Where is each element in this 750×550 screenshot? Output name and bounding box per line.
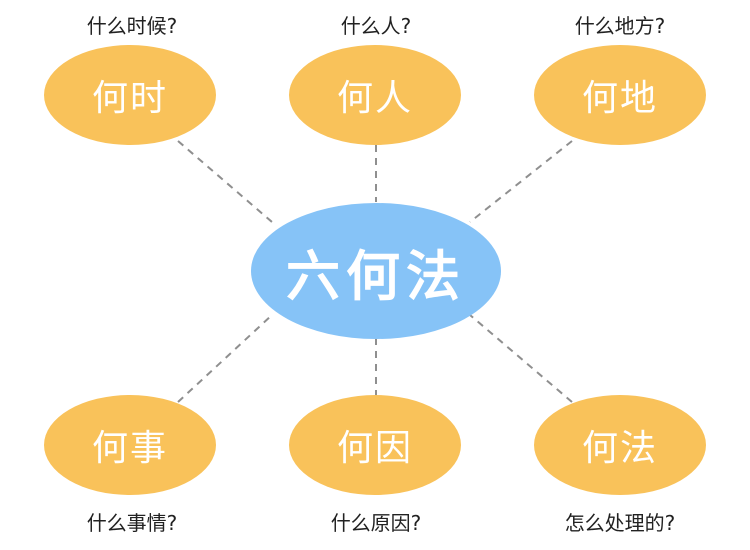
node-when: 何时	[44, 45, 216, 145]
connector-what	[177, 314, 273, 403]
caption-why: 什么原因?	[330, 511, 422, 535]
caption-where: 什么地方?	[574, 14, 666, 38]
center-node: 六何法	[251, 203, 501, 339]
caption-how: 怎么处理的?	[564, 511, 676, 535]
caption-when: 什么时候?	[86, 14, 178, 38]
caption-what: 什么事情?	[86, 511, 178, 535]
node-who: 何人	[289, 45, 461, 145]
node-why: 何因	[289, 395, 461, 495]
connector-when	[177, 140, 273, 223]
connector-where	[469, 140, 573, 223]
node-where: 何地	[534, 45, 706, 145]
node-how: 何法	[534, 395, 706, 495]
node-what: 何事	[44, 395, 216, 495]
caption-who: 什么人?	[340, 14, 412, 38]
connector-how	[469, 314, 573, 403]
